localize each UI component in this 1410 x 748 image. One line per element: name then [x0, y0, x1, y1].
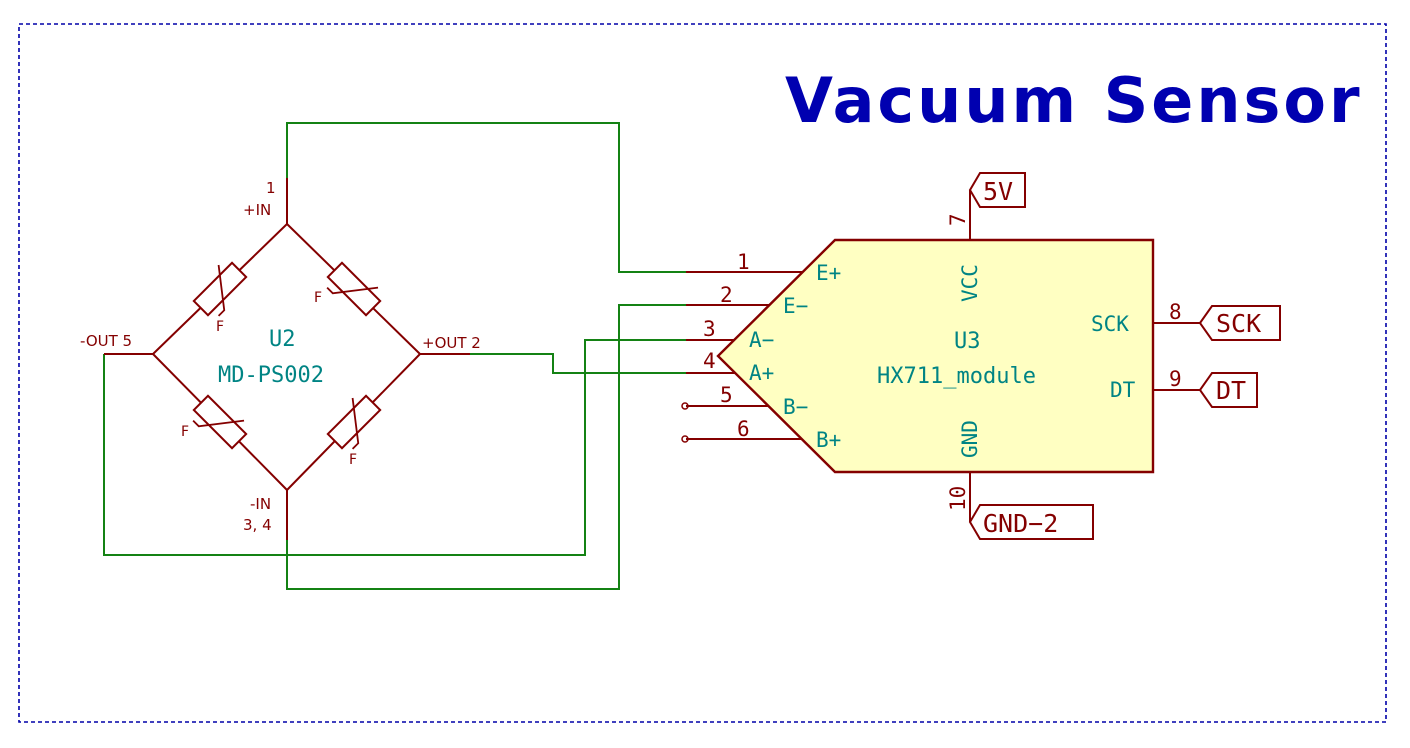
- hx711-module-u3: 1 2 3 4 5 6 E+ E− A− A+ B− B+ 7 VCC 10 G…: [681, 190, 1200, 522]
- hx711-pin-7-name: VCC: [958, 264, 982, 302]
- net-label-dt-text: DT: [1216, 376, 1246, 405]
- resistor-mark-bottom-right: F: [349, 452, 357, 468]
- hx711-pin-5-number: 5: [720, 383, 733, 407]
- net-label-gnd: GND−2: [968, 504, 1094, 540]
- wires: [103, 122, 690, 590]
- hx711-pin-10-number: 10: [946, 486, 970, 511]
- wire-signal-negative: [103, 339, 690, 556]
- bridge-sensor-u2: F F F F 1 +IN -OUT 5 +OUT 2 -IN 3, 4 U2 …: [80, 178, 481, 540]
- hx711-pin-4-name: A+: [749, 361, 774, 385]
- hx711-pin-6-name: B+: [816, 428, 841, 452]
- hx711-pin-8-name: SCK: [1091, 312, 1129, 336]
- hx711-pin-6-number: 6: [737, 417, 750, 441]
- wire-excitation-positive: [286, 122, 690, 273]
- hx711-reference: U3: [954, 329, 981, 354]
- hx711-pin-9-number: 9: [1169, 367, 1182, 391]
- hx711-pin-1-name: E+: [816, 261, 841, 285]
- net-label-sck-text: SCK: [1216, 309, 1261, 338]
- hx711-pin-2-number: 2: [720, 283, 733, 307]
- unconnected-pin-5-marker: [681, 402, 689, 410]
- hx711-pin-5-name: B−: [783, 395, 808, 419]
- hx711-pin-3-name: A−: [749, 328, 774, 352]
- bridge-reference: U2: [269, 327, 296, 352]
- bridge-in-neg-numbers: 3, 4: [243, 516, 272, 534]
- net-label-gnd-text: GND−2: [983, 509, 1058, 538]
- bridge-out-pos-label: +OUT 2: [422, 334, 481, 352]
- resistor-mark-top-left: F: [216, 319, 224, 335]
- piezoresistor-bottom-left: [192, 394, 248, 450]
- net-label-dt: DT: [1198, 372, 1258, 408]
- net-label-5v-text: 5V: [983, 177, 1013, 206]
- hx711-value: HX711_module: [877, 364, 1036, 389]
- hx711-pin-2-name: E−: [783, 294, 808, 318]
- sheet-title: Vacuum Sensor: [785, 64, 1363, 137]
- unconnected-pin-6-marker: [681, 435, 689, 443]
- sheet-frame: [18, 23, 1387, 723]
- wire-excitation-negative: [286, 304, 690, 590]
- bridge-pin1-number: 1: [266, 179, 276, 197]
- bridge-out-neg-label: -OUT 5: [80, 332, 132, 350]
- hx711-pin-9-name: DT: [1110, 378, 1136, 402]
- resistor-mark-top-right: F: [314, 290, 322, 306]
- piezoresistor-top-left: [192, 261, 248, 317]
- hx711-pin-10-name: GND: [958, 420, 982, 458]
- wire-signal-positive: [470, 353, 690, 374]
- hx711-pin-4-number: 4: [703, 349, 716, 373]
- bridge-pin1-name: +IN: [243, 201, 271, 219]
- hx711-pin-3-number: 3: [703, 317, 716, 341]
- hx711-body: [716, 238, 1155, 474]
- bridge-value: MD-PS002: [218, 363, 324, 388]
- piezoresistor-top-right: [326, 261, 382, 317]
- resistor-mark-bottom-left: F: [181, 424, 189, 440]
- bridge-in-neg-name: -IN: [250, 495, 271, 513]
- net-label-5v: 5V: [968, 172, 1026, 208]
- hx711-pin-7-number: 7: [946, 213, 970, 226]
- hx711-pin-8-number: 8: [1169, 300, 1182, 324]
- net-label-sck: SCK: [1198, 305, 1281, 341]
- hx711-pin-1-number: 1: [737, 250, 750, 274]
- piezoresistor-bottom-right: [326, 394, 382, 450]
